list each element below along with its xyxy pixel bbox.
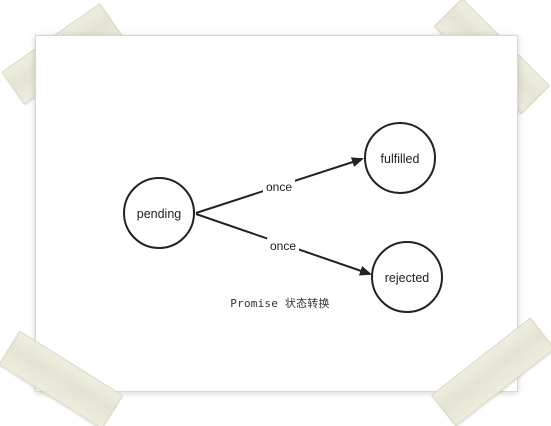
state-circle — [123, 177, 195, 249]
state-circle — [364, 122, 436, 194]
edge-label-once: once — [266, 180, 292, 194]
edge-pending-to-fulfilled: once — [195, 157, 364, 214]
state-label-pending: pending — [137, 207, 182, 221]
state-label-fulfilled: fulfilled — [381, 152, 420, 166]
edge-label-once: once — [270, 239, 296, 253]
state-node-fulfilled: fulfilled — [364, 122, 436, 194]
state-node-rejected: rejected — [371, 241, 443, 313]
diagram-caption: Promise 状态转换 — [230, 297, 330, 310]
state-node-pending: pending — [123, 177, 195, 249]
state-label-rejected: rejected — [385, 271, 430, 285]
edge-pending-to-rejected: once — [195, 213, 372, 276]
edge-label-background — [267, 238, 299, 253]
paper-sheet — [35, 35, 518, 392]
state-circle — [371, 241, 443, 313]
edge-label-background — [263, 179, 295, 194]
